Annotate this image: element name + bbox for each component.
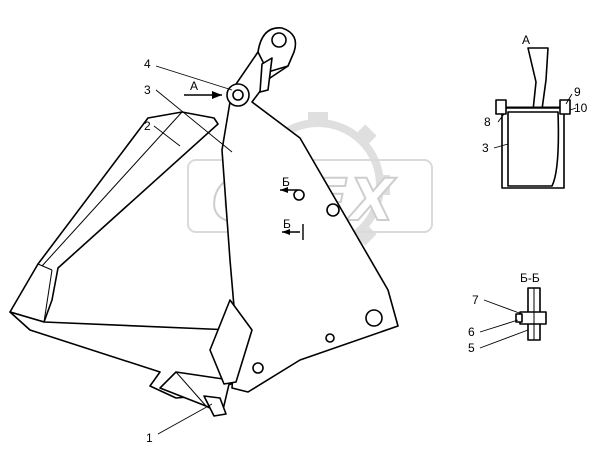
view-a: А 8 3 9 10 bbox=[482, 33, 588, 189]
section-bb-title: Б-Б bbox=[520, 271, 540, 285]
callout-va-9: 9 bbox=[574, 85, 581, 99]
leader-va-9 bbox=[565, 93, 573, 105]
leader-2 bbox=[153, 125, 181, 147]
callout-bb-5: 5 bbox=[468, 341, 475, 355]
top-lug bbox=[257, 27, 297, 93]
leader-3 bbox=[155, 89, 233, 153]
beam-end-line-2 bbox=[43, 269, 53, 323]
beam-edge-line bbox=[41, 111, 183, 267]
shank-hole-5 bbox=[252, 362, 264, 374]
leader-1 bbox=[157, 403, 213, 435]
leader-bb-5 bbox=[479, 329, 529, 349]
callout-va-8: 8 bbox=[484, 115, 491, 129]
beam-end-line bbox=[37, 263, 53, 271]
shank-hole-1 bbox=[293, 189, 305, 201]
leader-va-10 bbox=[569, 107, 577, 111]
section-bb-nut bbox=[515, 313, 523, 323]
shank-hole-2 bbox=[326, 203, 340, 217]
callout-4: 4 bbox=[144, 57, 151, 71]
leader-va-3 bbox=[493, 143, 509, 149]
section-mark-top-label: Б bbox=[282, 175, 290, 189]
view-a-arrow: А bbox=[184, 79, 222, 99]
view-a-title: А bbox=[522, 33, 530, 47]
section-bb: Б-Б 7 6 5 bbox=[468, 271, 547, 355]
view-a-bolt-right bbox=[559, 99, 571, 115]
leader-bb-6 bbox=[479, 319, 519, 333]
view-a-arrow-label: А bbox=[190, 79, 198, 93]
leader-4 bbox=[155, 65, 233, 91]
section-mark-bottom-label: Б bbox=[283, 217, 291, 231]
leader-bb-7 bbox=[483, 299, 523, 315]
callout-2: 2 bbox=[144, 119, 151, 133]
callout-va-3: 3 bbox=[482, 141, 489, 155]
shank-hole-3 bbox=[365, 309, 383, 327]
callout-bb-6: 6 bbox=[468, 325, 475, 339]
part-4-pin-inner bbox=[232, 89, 244, 101]
callout-1: 1 bbox=[146, 431, 153, 445]
part-1-tooth bbox=[159, 299, 253, 417]
top-lug-hole bbox=[271, 32, 287, 48]
leader-va-8 bbox=[497, 113, 505, 123]
section-mark-bottom: Б bbox=[282, 217, 304, 240]
section-mark-top: Б bbox=[280, 175, 298, 193]
top-bracket bbox=[259, 57, 273, 93]
callout-bb-7: 7 bbox=[472, 293, 479, 307]
callout-3: 3 bbox=[144, 83, 151, 97]
shank-hole-4 bbox=[325, 333, 335, 343]
view-a-bolt-left bbox=[495, 99, 507, 115]
view-a-plate bbox=[507, 111, 560, 187]
callout-va-10: 10 bbox=[574, 101, 588, 115]
part-2-beam bbox=[9, 111, 219, 323]
section-bb-bolt bbox=[519, 311, 547, 325]
main-view: А Б Б 4 3 2 1 bbox=[9, 27, 399, 445]
